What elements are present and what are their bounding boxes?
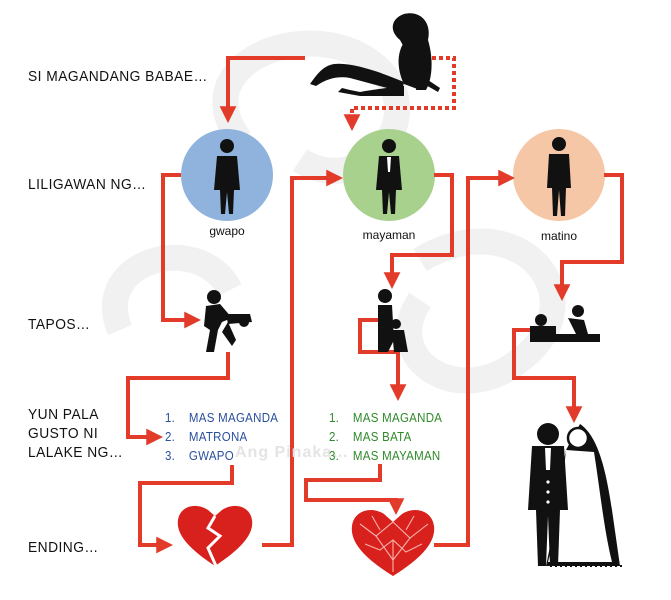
suitor-label-gwapo: gwapo — [209, 224, 245, 238]
list-item: 3.GWAPO — [165, 449, 234, 463]
list-item: 2.MATRONA — [165, 430, 248, 444]
arrow-broken-heart-to-mayaman — [262, 169, 344, 547]
row-label-ending: ENDING… — [28, 539, 99, 556]
arrow-list-1-to-broken-heart — [138, 465, 234, 554]
arrow-tapos-2-to-list-2 — [358, 318, 407, 402]
couple-pictogram-2-icon — [378, 289, 408, 352]
man-silhouette-matino-icon — [547, 137, 571, 216]
row-label-preference-line-1: YUN PALA — [28, 406, 99, 423]
list-item: 2.MAS BATA — [329, 430, 412, 444]
arrow-matino-to-tapos-3 — [553, 173, 624, 302]
crystal-heart-icon — [351, 510, 435, 576]
man-silhouette-gwapo-icon — [214, 139, 240, 214]
preference-list-first: 1.MAS MAGANDA 2.MATRONA 3.GWAPO — [165, 409, 278, 466]
preference-list-second: 1.MAS MAGANDA 2.MAS BATA 3.MAS MAYAMAN — [329, 409, 442, 466]
arrow-mayaman-to-tapos-2 — [383, 173, 454, 290]
arrow-tapos-1-to-list-1 — [126, 352, 230, 446]
dotted-arrow-woman-to-mayaman — [343, 56, 456, 132]
background-swirl — [101, 30, 566, 394]
row-label-then: TAPOS… — [28, 316, 91, 333]
arrow-woman-to-gwapo — [219, 56, 305, 124]
broken-heart-icon — [177, 505, 253, 567]
arrow-gwapo-to-tapos-1 — [161, 173, 202, 329]
man-silhouette-mayaman-icon — [376, 139, 402, 214]
arrow-tapos-3-to-couple — [512, 328, 583, 424]
row-label-preference-line-3: LALAKE NG… — [28, 444, 124, 461]
woman-silhouette-icon — [310, 13, 440, 96]
suitor-label-mayaman: mayaman — [362, 228, 416, 242]
row-label-courted: LILIGAWAN NG… — [28, 176, 147, 193]
couple-pictogram-3-icon — [530, 305, 600, 342]
list-item: 3.MAS MAYAMAN — [329, 449, 441, 463]
couple-pictogram-1-icon — [204, 290, 252, 352]
row-label-preference-line-2: GUSTO NI — [28, 425, 99, 442]
suitor-label-matino: matino — [540, 229, 578, 243]
row-label-woman: SI MAGANDANG BABAE… — [28, 68, 208, 85]
arrow-crystal-heart-to-matino — [434, 169, 516, 547]
list-item: 1.MAS MAGANDA — [165, 411, 279, 425]
arrow-list-2-to-crystal-heart — [304, 464, 405, 516]
list-item: 1.MAS MAGANDA — [329, 411, 443, 425]
watermark-text: Ang Pinaka… — [235, 444, 350, 461]
wedding-couple-icon — [528, 423, 622, 567]
row-label-preference: YUN PALA GUSTO NI LALAKE NG… — [28, 405, 123, 462]
